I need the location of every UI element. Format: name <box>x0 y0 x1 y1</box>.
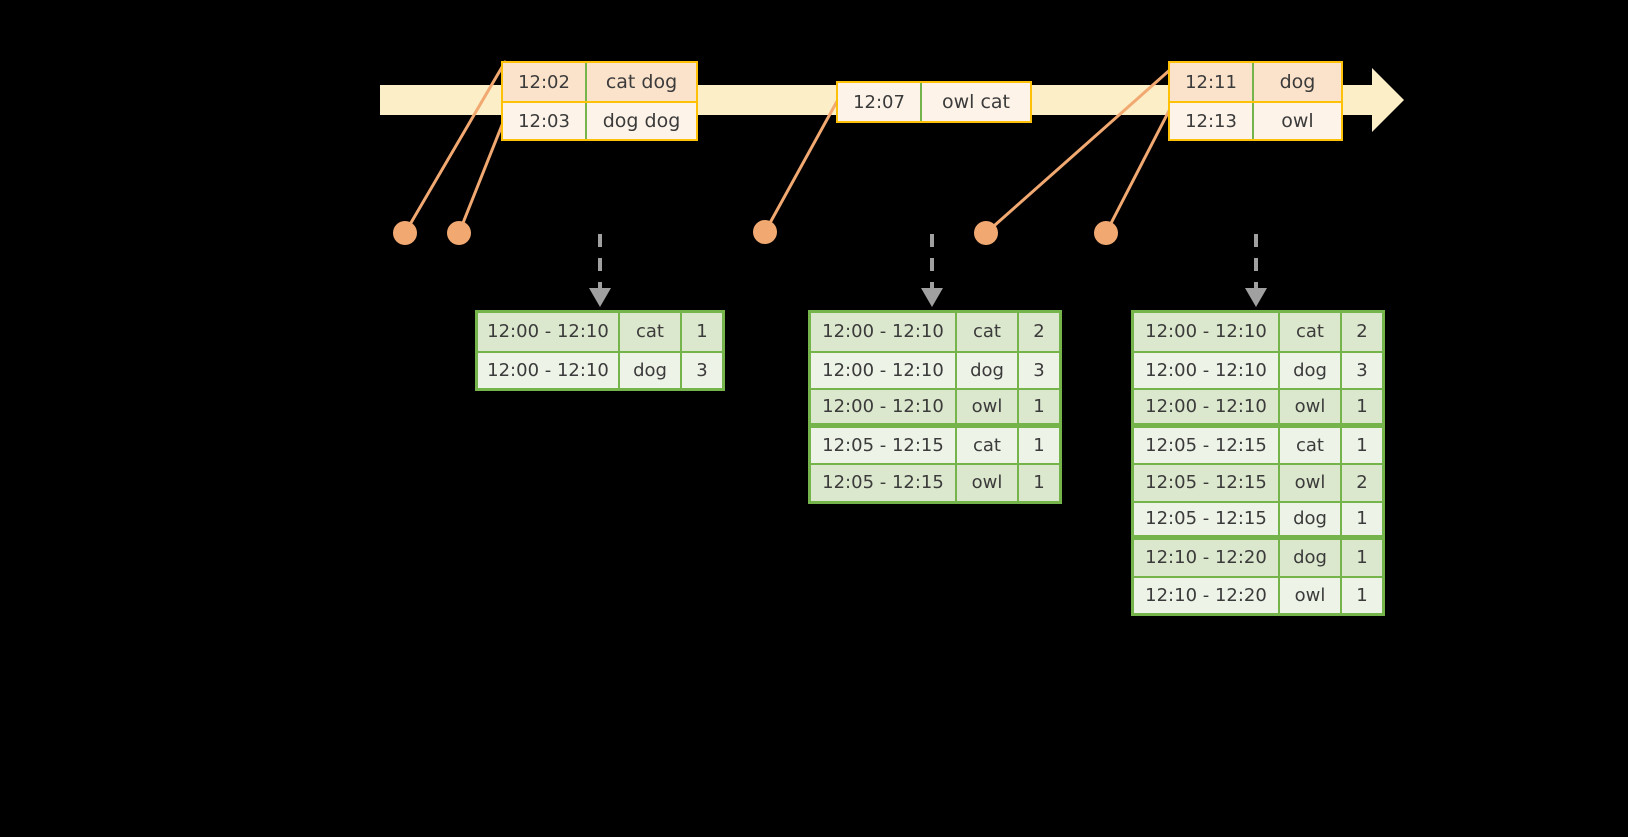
cell-count: 3 <box>1033 359 1045 381</box>
cell-count: 1 <box>1033 434 1045 456</box>
cell-window: 12:05 - 12:15 <box>1134 465 1280 501</box>
cell-count: 1 <box>1356 547 1368 569</box>
cell-count: 3 <box>696 359 708 381</box>
cell-window: 12:00 - 12:10 <box>811 390 957 423</box>
cell-count: 2 <box>1356 321 1368 343</box>
cell-window: 12:00 - 12:10 <box>811 352 957 388</box>
cell-count: 1 <box>1356 584 1368 606</box>
cell-key: dog <box>1280 540 1342 576</box>
event-time: 12:07 <box>838 83 922 121</box>
event-box-3[interactable]: 12:11 dog 12:13 owl <box>1168 61 1343 141</box>
cell-count: 1 <box>1356 508 1368 530</box>
cell-count: 3 <box>1356 359 1368 381</box>
cell-count: 1 <box>1033 472 1045 494</box>
event-time: 12:03 <box>503 103 587 139</box>
cell-key: cat <box>1280 313 1342 351</box>
cell-key: owl <box>1280 577 1342 613</box>
cell-window: 12:10 - 12:20 <box>1134 540 1280 576</box>
event-words: dog dog <box>602 110 681 132</box>
event-row: 12:07 owl cat <box>838 83 1030 121</box>
event-words: owl cat <box>941 91 1011 113</box>
cell-key: dog <box>1280 352 1342 388</box>
cell-key: dog <box>620 352 682 388</box>
cell-key: owl <box>1280 390 1342 423</box>
cell-window: 12:00 - 12:10 <box>1134 313 1280 351</box>
event-dot-4 <box>974 221 998 245</box>
event-row: 12:11 dog <box>1170 63 1341 101</box>
event-row: 12:03 dog dog <box>503 101 696 139</box>
cell-window: 12:05 - 12:15 <box>811 427 957 463</box>
event-time: 12:13 <box>1170 103 1254 139</box>
cell-window: 12:05 - 12:15 <box>1134 502 1280 535</box>
event-dot-5 <box>1094 221 1118 245</box>
cell-window: 12:05 - 12:15 <box>811 465 957 501</box>
event-dot-3 <box>753 220 777 244</box>
event-dot-2 <box>447 221 471 245</box>
cell-count: 1 <box>1033 395 1045 417</box>
cell-window: 12:05 - 12:15 <box>1134 427 1280 463</box>
event-row: 12:13 owl <box>1170 101 1341 139</box>
cell-key: owl <box>1280 465 1342 501</box>
cell-key: cat <box>957 313 1019 351</box>
cell-key: cat <box>957 427 1019 463</box>
event-box-1[interactable]: 12:02 cat dog 12:03 dog dog <box>501 61 698 141</box>
event-words: owl <box>1281 110 1314 132</box>
event-row: 12:02 cat dog <box>503 63 696 101</box>
cell-count: 1 <box>1356 434 1368 456</box>
event-box-2[interactable]: 12:07 owl cat <box>836 81 1032 123</box>
cell-window: 12:00 - 12:10 <box>478 313 620 351</box>
event-words: dog <box>1279 71 1316 93</box>
event-words: cat dog <box>605 71 678 93</box>
cell-window: 12:00 - 12:10 <box>1134 390 1280 423</box>
cell-count: 1 <box>1356 395 1368 417</box>
cell-count: 1 <box>696 321 708 343</box>
cell-window: 12:00 - 12:10 <box>478 352 620 388</box>
cell-key: cat <box>620 313 682 351</box>
cell-count: 2 <box>1356 472 1368 494</box>
timeline-arrowhead-icon <box>1372 68 1404 132</box>
cell-window: 12:00 - 12:10 <box>1134 352 1280 388</box>
cell-count: 2 <box>1033 321 1045 343</box>
cell-window: 12:00 - 12:10 <box>811 313 957 351</box>
cell-key: owl <box>957 390 1019 423</box>
event-time: 12:02 <box>503 63 587 101</box>
cell-key: owl <box>957 465 1019 501</box>
cell-key: dog <box>1280 502 1342 535</box>
event-time: 12:11 <box>1170 63 1254 101</box>
cell-window: 12:10 - 12:20 <box>1134 577 1280 613</box>
event-dot-1 <box>393 221 417 245</box>
cell-key: dog <box>957 352 1019 388</box>
cell-key: cat <box>1280 427 1342 463</box>
